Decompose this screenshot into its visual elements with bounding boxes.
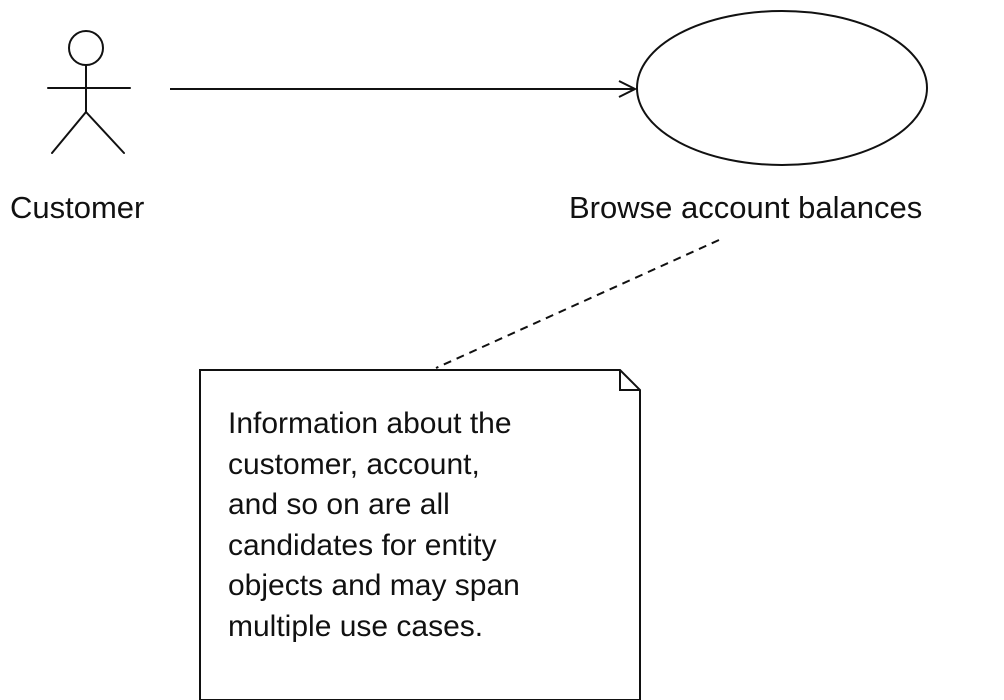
note-fold-icon <box>619 370 640 391</box>
note-line: objects and may span <box>228 569 520 602</box>
note-line: Information about the <box>228 407 512 440</box>
use-case-ellipse <box>636 10 928 166</box>
actor-right-leg <box>85 111 125 154</box>
actor-left-leg <box>51 111 87 154</box>
note-text: Information about the customer, account,… <box>228 404 608 647</box>
note-line: multiple use cases. <box>228 609 484 643</box>
note-line: customer, account, <box>228 447 480 481</box>
actor-label: Customer <box>10 190 145 225</box>
note-connector <box>435 239 720 369</box>
note-shape <box>199 369 641 700</box>
use-case-label: Browse account balances <box>569 190 923 225</box>
actor-head <box>68 30 104 66</box>
note-line: candidates for entity <box>228 528 497 562</box>
note-line: and so on are all <box>228 488 450 521</box>
stick-figure-icon <box>47 30 131 154</box>
